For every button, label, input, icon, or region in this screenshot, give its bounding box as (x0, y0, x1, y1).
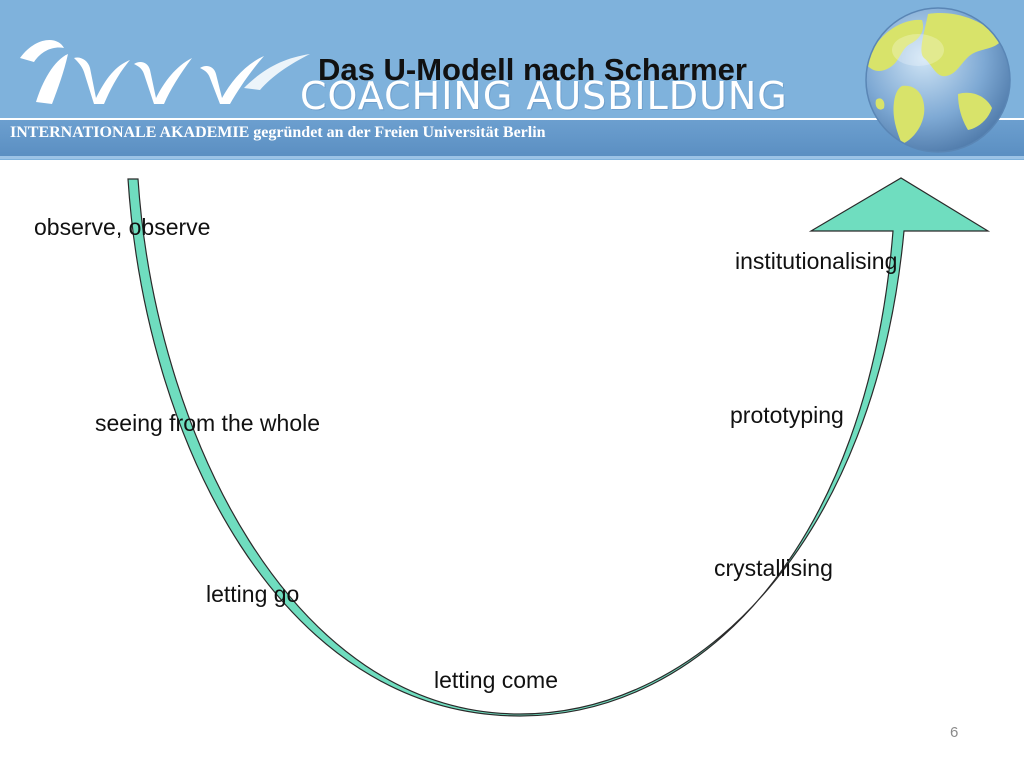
step-label: letting go (206, 581, 300, 607)
academy-text: INTERNATIONALE AKADEMIE gegründet an der… (10, 124, 546, 141)
academy-band (0, 118, 1024, 156)
step-label: prototyping (730, 402, 844, 428)
step-label: letting come (434, 667, 559, 693)
slide-title: Das U-Modell nach Scharmer (318, 52, 747, 87)
step-label: crystallising (714, 555, 833, 581)
step-label: seeing from the whole (95, 410, 321, 436)
step-label: institutionalising (735, 248, 898, 274)
header-divider (0, 156, 1024, 159)
globe-icon (865, 7, 1011, 153)
brand-wordmark: COACHING AUSBILDUNG (300, 74, 788, 118)
iww-logo-icon (20, 39, 310, 104)
u-shape-arrow (127, 177, 991, 717)
page-number: 6 (950, 724, 959, 741)
step-label: observe, observe (34, 214, 211, 240)
